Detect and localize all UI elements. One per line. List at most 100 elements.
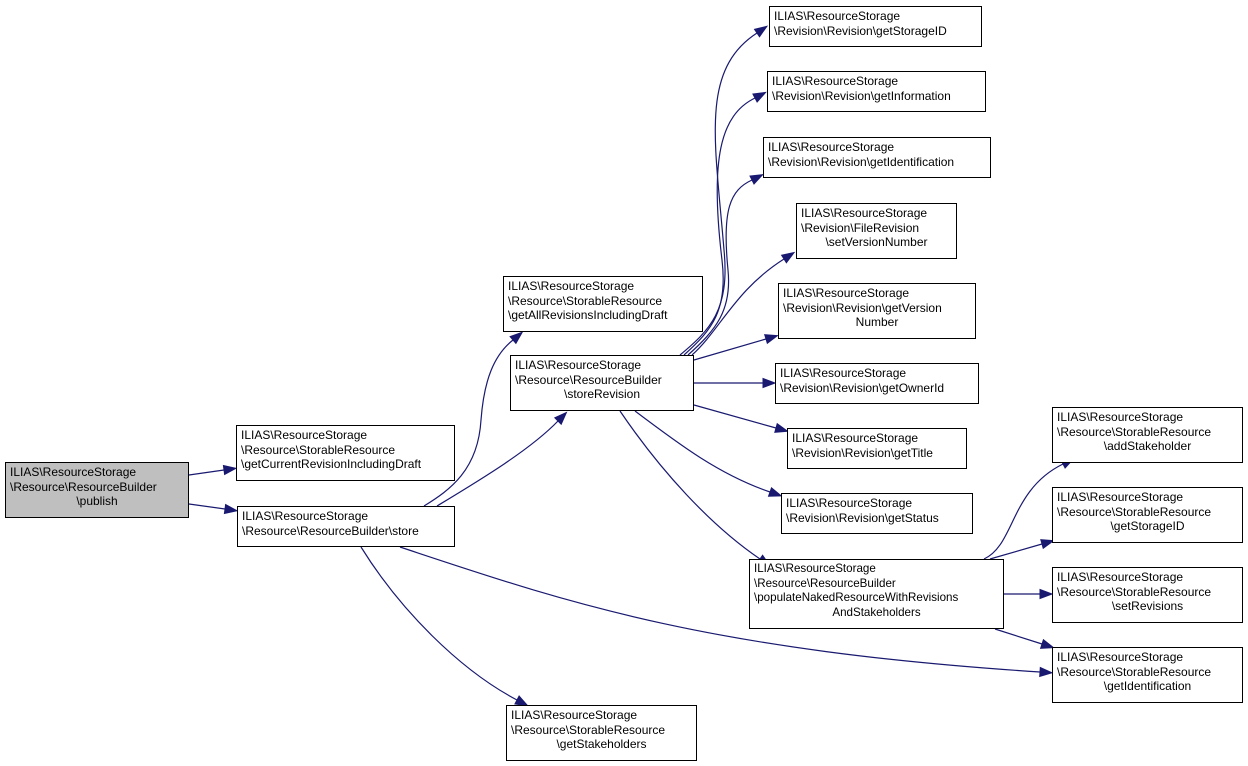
node-line: \Revision\FileRevision [801, 220, 920, 235]
node-line: \publish [76, 494, 118, 508]
node-storable-get-storage-id[interactable]: ILIAS\ResourceStorage \Resource\Storable… [1052, 487, 1243, 543]
node-line: ILIAS\ResourceStorage [754, 562, 876, 575]
node-line: \setRevisions [1111, 599, 1184, 613]
edge-storeRevision-to-setVersionNumber [691, 258, 785, 356]
node-line: ILIAS\ResourceStorage [511, 708, 638, 722]
node-line: \Resource\ResourceBuilder [10, 479, 157, 494]
node-line: \getStorageID [1110, 519, 1185, 533]
node-line: \getCurrentRevisionIncludingDraft [241, 457, 422, 471]
node-line: ILIAS\ResourceStorage [10, 465, 137, 479]
edge-storeRevision-to-getStatus [634, 410, 771, 493]
node-line: \Revision\Revision\getStorageID [774, 23, 947, 38]
edge-populateNaked-to-sr_getIdentification [994, 628, 1043, 645]
arrowhead-icon [762, 377, 777, 389]
node-line: ILIAS\ResourceStorage [783, 286, 910, 300]
edge-store-to-sr_getIdentification [399, 546, 1041, 673]
node-line: \Resource\StorableResource [1057, 504, 1212, 519]
node-line: ILIAS\ResourceStorage [780, 366, 907, 380]
node-get-current-revision-including-draft[interactable]: ILIAS\ResourceStorage \Resource\Storable… [236, 425, 455, 481]
node-revision-get-storage-id[interactable]: ILIAS\ResourceStorage \Revision\Revision… [769, 6, 982, 47]
node-line: Number [855, 315, 899, 329]
node-line: \Resource\ResourceBuilder [515, 372, 662, 387]
edge-store-to-getAllRevisionsIncludingDraft [423, 339, 514, 507]
node-get-version-number[interactable]: ILIAS\ResourceStorage \Revision\Revision… [778, 283, 976, 339]
node-line: \addStakeholder [1103, 439, 1192, 453]
node-store-revision[interactable]: ILIAS\ResourceStorage \Resource\Resource… [510, 355, 694, 411]
node-line: \Resource\StorableResource [508, 293, 663, 308]
edge-store-to-getStakeholders [360, 546, 518, 701]
node-line: \setVersionNumber [825, 235, 928, 249]
node-get-status[interactable]: ILIAS\ResourceStorage \Revision\Revision… [781, 493, 973, 534]
node-get-stakeholders[interactable]: ILIAS\ResourceStorage \Resource\Storable… [506, 705, 697, 761]
node-line: \Resource\ResourceBuilder [754, 576, 896, 590]
arrowhead-icon [514, 695, 529, 707]
edge-populateNaked-to-sr_getStorageID [989, 543, 1043, 560]
node-storable-get-identification[interactable]: ILIAS\ResourceStorage \Resource\Storable… [1052, 647, 1243, 703]
arrowhead-icon [767, 486, 783, 497]
node-line: ILIAS\ResourceStorage [786, 496, 913, 510]
arrowhead-icon [222, 464, 238, 476]
arrowhead-icon [1039, 588, 1054, 600]
node-line: ILIAS\ResourceStorage [508, 279, 635, 293]
edge-storeRevision-to-rev_getInformation [683, 97, 756, 356]
node-get-owner-id[interactable]: ILIAS\ResourceStorage \Revision\Revision… [775, 363, 979, 404]
node-revision-get-identification[interactable]: ILIAS\ResourceStorage \Revision\Revision… [763, 137, 991, 178]
node-line: ILIAS\ResourceStorage [774, 9, 901, 23]
node-line: \Revision\Revision\getTitle [792, 445, 933, 460]
node-set-version-number[interactable]: ILIAS\ResourceStorage \Revision\FileRevi… [796, 203, 957, 259]
node-line: ILIAS\ResourceStorage [792, 431, 919, 445]
node-line: \storeRevision [563, 387, 641, 401]
arrowhead-icon [780, 251, 796, 264]
arrowhead-icon [774, 422, 789, 433]
node-revision-get-information[interactable]: ILIAS\ResourceStorage \Revision\Revision… [767, 71, 986, 112]
node-line: \Resource\StorableResource [1057, 424, 1212, 439]
node-line: \getIdentification [1103, 679, 1192, 693]
node-line: \Revision\Revision\getInformation [772, 88, 951, 103]
node-line: \Resource\ResourceBuilder\store [242, 523, 419, 538]
node-line: \Resource\StorableResource [1057, 664, 1212, 679]
edge-store-to-storeRevision [436, 420, 559, 507]
arrowhead-icon [1040, 539, 1055, 550]
edge-storeRevision-to-rev_getStorageID [679, 32, 758, 356]
node-line: \getAllRevisionsIncludingDraft [508, 308, 668, 322]
node-line: \Resource\StorableResource [511, 722, 666, 737]
node-line: \getStakeholders [556, 737, 647, 751]
node-line: \Revision\Revision\getStatus [786, 510, 939, 525]
edge-storeRevision-to-populateNaked [619, 410, 761, 560]
node-line: ILIAS\ResourceStorage [1057, 490, 1184, 504]
edge-populateNaked-to-addStakeholder [983, 463, 1064, 560]
node-set-revisions[interactable]: ILIAS\ResourceStorage \Resource\Storable… [1052, 567, 1243, 623]
node-get-title[interactable]: ILIAS\ResourceStorage \Revision\Revision… [787, 428, 967, 469]
node-line: ILIAS\ResourceStorage [241, 428, 368, 442]
node-line: ILIAS\ResourceStorage [1057, 410, 1184, 424]
node-get-all-revisions-including-draft[interactable]: ILIAS\ResourceStorage \Resource\Storable… [503, 276, 703, 332]
node-add-stakeholder[interactable]: ILIAS\ResourceStorage \Resource\Storable… [1052, 407, 1243, 463]
node-populate-naked-resource[interactable]: ILIAS\ResourceStorage \Resource\Resource… [749, 559, 1004, 629]
node-store[interactable]: ILIAS\ResourceStorage \Resource\Resource… [237, 506, 455, 547]
arrowhead-icon [752, 91, 767, 103]
arrowhead-icon [749, 173, 764, 185]
node-line: ILIAS\ResourceStorage [801, 206, 928, 220]
arrowhead-icon [764, 334, 779, 345]
edge-storeRevision-to-getTitle [693, 404, 777, 429]
node-line: \Revision\Revision\getVersion [783, 300, 942, 315]
edge-storeRevision-to-getVersionNumber [693, 338, 767, 361]
arrowhead-icon [1039, 666, 1054, 678]
arrowhead-icon [753, 25, 769, 38]
arrowhead-icon [509, 331, 524, 345]
node-line: \populateNakedResourceWithRevisions [754, 591, 959, 604]
node-line: \Resource\StorableResource [241, 442, 396, 457]
node-line: ILIAS\ResourceStorage [1057, 570, 1184, 584]
arrowhead-icon [1039, 638, 1055, 649]
arrowhead-icon [223, 503, 239, 515]
edge-publish-to-getCurrentRevisionIncludingDraft [188, 469, 225, 476]
node-line: AndStakeholders [832, 605, 921, 619]
node-line: ILIAS\ResourceStorage [1057, 650, 1184, 664]
node-publish: ILIAS\ResourceStorage \Resource\Resource… [5, 462, 189, 518]
node-line: \Resource\StorableResource [1057, 584, 1212, 599]
node-line: ILIAS\ResourceStorage [772, 74, 899, 88]
node-line: ILIAS\ResourceStorage [242, 509, 369, 523]
edge-storeRevision-to-rev_getIdentification [687, 179, 753, 356]
